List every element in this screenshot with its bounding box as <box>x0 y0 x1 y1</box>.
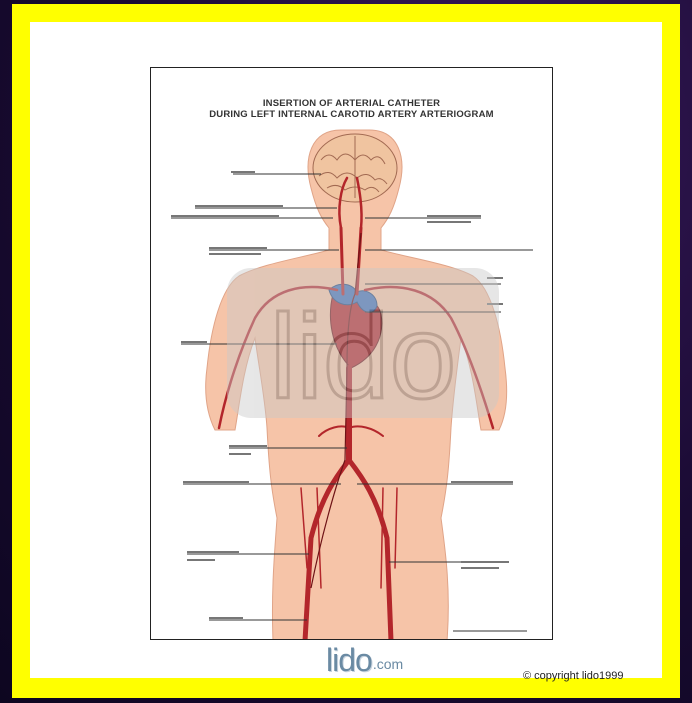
logo-domain: .com <box>373 656 403 672</box>
figure-title-line-1: INSERTION OF ARTERIAL CATHETER <box>151 98 552 109</box>
watermark-text: lido <box>270 290 457 424</box>
copyright-notice: © copyright lido1999 <box>523 670 623 682</box>
figure-title-line-2: DURING LEFT INTERNAL CAROTID ARTERY ARTE… <box>151 109 552 120</box>
anatomy-illustration: lido <box>151 68 553 640</box>
lido-watermark: lido <box>227 268 499 424</box>
anatomy-figure: lido INSERTION OF ARTERIAL CATHETER DURI… <box>150 67 553 640</box>
lido-logo: lido .com <box>326 640 403 676</box>
logo-brand: lido <box>326 644 372 676</box>
brain <box>313 134 397 202</box>
